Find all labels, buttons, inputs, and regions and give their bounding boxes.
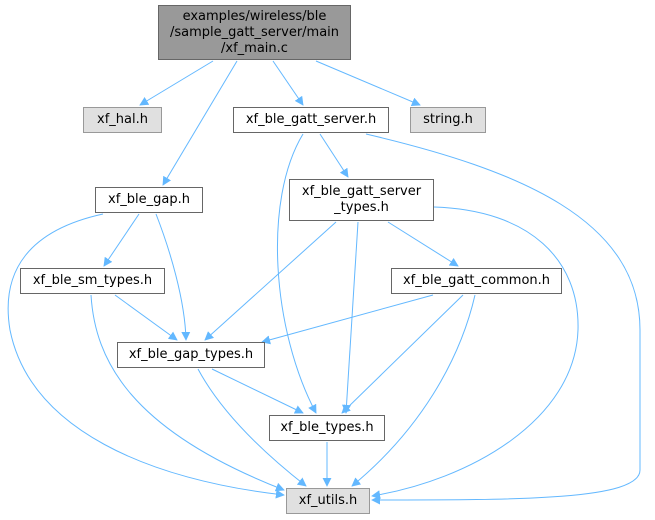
node-xf-ble-types[interactable]: xf_ble_types.h [269, 415, 385, 441]
edge-xf-ble-gatt-common-to-xf-utils [351, 294, 476, 487]
node-xf-ble-gap[interactable]: xf_ble_gap.h [95, 187, 203, 213]
node-label: xf_ble_types.h [280, 420, 374, 435]
node-label: xf_hal.h [97, 112, 148, 127]
node-root[interactable]: examples/wireless/ble /sample_gatt_serve… [158, 5, 351, 60]
node-xf-ble-gatt-server[interactable]: xf_ble_gatt_server.h [233, 107, 389, 133]
node-xf-ble-gatt-common[interactable]: xf_ble_gatt_common.h [391, 268, 562, 294]
edge-xf-ble-gatt-common-to-xf-ble-types [341, 294, 464, 414]
edge-xf-ble-gatt-server-to-xf-utils [365, 133, 641, 505]
edge-xf-ble-gatt-server-types-to-xf-utils [371, 206, 579, 500]
node-label: /xf_main.c [221, 40, 288, 56]
edge-xf-ble-gap-types-to-xf-ble-types [211, 368, 304, 414]
edge-root-to-xf-ble-gap [162, 60, 238, 186]
edge-xf-ble-gap-to-xf-ble-gap-types [155, 213, 191, 341]
edge-xf-ble-gatt-server-to-xf-ble-gatt-server-types [319, 133, 349, 178]
node-label: xf_ble_gap.h [108, 192, 190, 207]
node-label: xf_utils.h [298, 493, 358, 508]
edge-xf-ble-gatt-common-to-xf-ble-gap-types [261, 294, 434, 345]
edge-xf-ble-gatt-server-types-to-xf-ble-gatt-common [387, 221, 459, 267]
node-label: xf_ble_gap_types.h [128, 347, 254, 362]
node-label: examples/wireless/ble [182, 8, 327, 24]
node-label: _types.h [334, 200, 389, 215]
edge-root-to-string [315, 60, 421, 106]
node-label: string.h [423, 112, 473, 127]
node-xf-hal[interactable]: xf_hal.h [83, 107, 162, 133]
edge-xf-ble-gatt-server-to-xf-ble-types [276, 133, 317, 414]
edge-root-to-xf-hal [139, 60, 214, 106]
node-label: xf_ble_gatt_common.h [402, 273, 551, 288]
node-xf-ble-gap-types[interactable]: xf_ble_gap_types.h [117, 342, 265, 368]
node-xf-ble-sm-types[interactable]: xf_ble_sm_types.h [20, 268, 165, 294]
edge-xf-ble-gap-to-xf-utils [7, 213, 285, 499]
edge-xf-ble-gap-types-to-xf-utils [197, 368, 307, 487]
edge-xf-ble-sm-types-to-xf-utils [90, 294, 285, 492]
node-xf-ble-gatt-server-types[interactable]: xf_ble_gatt_server _types.h [289, 179, 434, 221]
node-xf-utils[interactable]: xf_utils.h [286, 488, 370, 514]
edge-root-to-xf-ble-gatt-server [272, 60, 304, 106]
edge-xf-ble-gatt-server-types-to-xf-ble-gap-types [204, 221, 337, 341]
node-label: xf_ble_gatt_server [301, 184, 422, 199]
node-label: xf_ble_sm_types.h [32, 273, 153, 288]
edge-xf-ble-sm-types-to-xf-ble-gap-types [114, 294, 178, 341]
node-label: xf_ble_gatt_server.h [245, 112, 377, 127]
node-label: /sample_gatt_server/main [169, 24, 340, 40]
edge-xf-ble-gap-to-xf-ble-sm-types [103, 213, 140, 267]
node-string[interactable]: string.h [410, 107, 486, 133]
